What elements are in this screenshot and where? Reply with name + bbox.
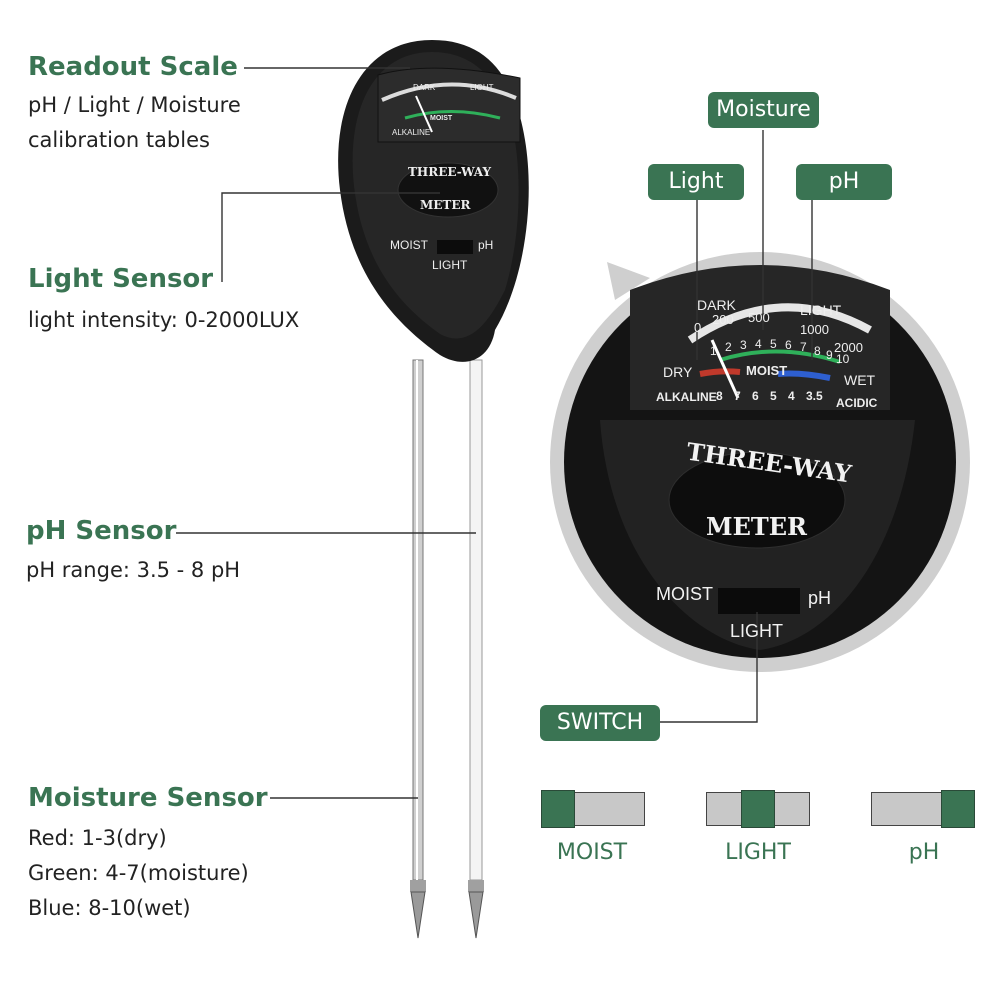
lux-tick: 200	[712, 312, 734, 327]
switch-diagram-ph	[871, 790, 975, 828]
moist-tick: 1	[710, 344, 717, 358]
moist-tick: 2	[725, 340, 732, 354]
moist-tick: 7	[800, 340, 807, 354]
zoom-view	[550, 252, 970, 672]
moist-tick: 8	[814, 344, 821, 358]
light-sensor-title: Light Sensor	[28, 264, 214, 294]
small-brand-top: THREE-WAY	[408, 165, 492, 179]
light-label: Light	[648, 164, 744, 200]
white-probe	[468, 359, 484, 939]
small-switch-ph: pH	[478, 238, 494, 252]
readout-scale-desc-1: pH / Light / Moisture	[28, 93, 241, 117]
ph-tick: 3.5	[806, 389, 823, 403]
moist-tick: 10	[836, 352, 850, 366]
moisture-label: Moisture	[708, 92, 819, 128]
moist-tick: 5	[770, 337, 777, 351]
small-dial-moist-label: MOIST	[430, 115, 453, 122]
small-switch-light: LIGHT	[432, 258, 468, 272]
ph-label: pH	[796, 164, 892, 200]
zoom-dial-dark-label: DARK	[697, 297, 736, 313]
zoom-switch-ph: pH	[808, 588, 832, 608]
metal-probe	[410, 359, 426, 939]
small-dial-light-label: LIGHT	[470, 83, 494, 92]
moisture-sensor-title: Moisture Sensor	[28, 783, 268, 813]
readout-scale-title: Readout Scale	[28, 52, 238, 82]
moist-tick: 9	[826, 348, 833, 362]
zoom-dial-wet-label: WET	[844, 372, 876, 388]
ph-tick: 6	[752, 389, 759, 403]
callout-lines	[176, 67, 813, 799]
switch-label: SWITCH	[540, 705, 660, 741]
ph-sensor-desc: pH range: 3.5 - 8 pH	[26, 558, 241, 582]
light-sensor-desc: light intensity: 0-2000LUX	[28, 308, 300, 332]
switch-diagram-light	[706, 790, 810, 828]
meter-body-small	[338, 40, 529, 362]
small-brand-bottom: METER	[420, 198, 471, 212]
switch-position-ph-label: pH	[908, 840, 940, 865]
zoom-switch-light: LIGHT	[730, 621, 784, 641]
ph-tick: 5	[770, 389, 777, 403]
zoom-brand-bottom: METER	[706, 512, 807, 541]
moist-tick: 6	[785, 338, 792, 352]
lux-tick: 2000	[834, 340, 863, 355]
small-switch-moist: MOIST	[390, 238, 428, 252]
switch-diagram-moist	[541, 790, 645, 828]
small-dial-dark-label: DARK	[413, 83, 436, 92]
zoom-switch-moist: MOIST	[656, 584, 713, 604]
zoom-dial-alkaline-label: ALKALINE	[656, 390, 717, 404]
lux-tick: 500	[748, 310, 770, 325]
zoom-dial-light-label: LIGHT	[800, 302, 842, 318]
moisture-sensor-desc-green: Green: 4-7(moisture)	[28, 861, 249, 885]
moisture-sensor-desc-blue: Blue: 8-10(wet)	[28, 896, 191, 920]
moisture-sensor-desc-red: Red: 1-3(dry)	[28, 826, 167, 850]
switch-position-moist-label: MOIST	[556, 840, 628, 865]
small-dial-alkaline-label: ALKALINE	[392, 128, 431, 137]
ph-sensor-title: pH Sensor	[26, 516, 177, 546]
lux-tick: 0	[694, 320, 702, 335]
zoom-dial-moist-label: MOIST	[746, 363, 788, 378]
lux-tick: 1000	[800, 322, 829, 337]
readout-scale-desc-2: calibration tables	[28, 128, 210, 152]
ph-tick: 4	[788, 389, 795, 403]
ph-tick: 7	[734, 389, 741, 403]
zoom-dial-dry-label: DRY	[663, 364, 693, 380]
ph-tick: 8	[716, 389, 723, 403]
moist-tick: 4	[755, 337, 762, 351]
moist-tick: 3	[740, 338, 747, 352]
zoom-dial-acidic-label: ACIDIC	[836, 396, 878, 410]
switch-position-light-label: LIGHT	[725, 840, 791, 865]
